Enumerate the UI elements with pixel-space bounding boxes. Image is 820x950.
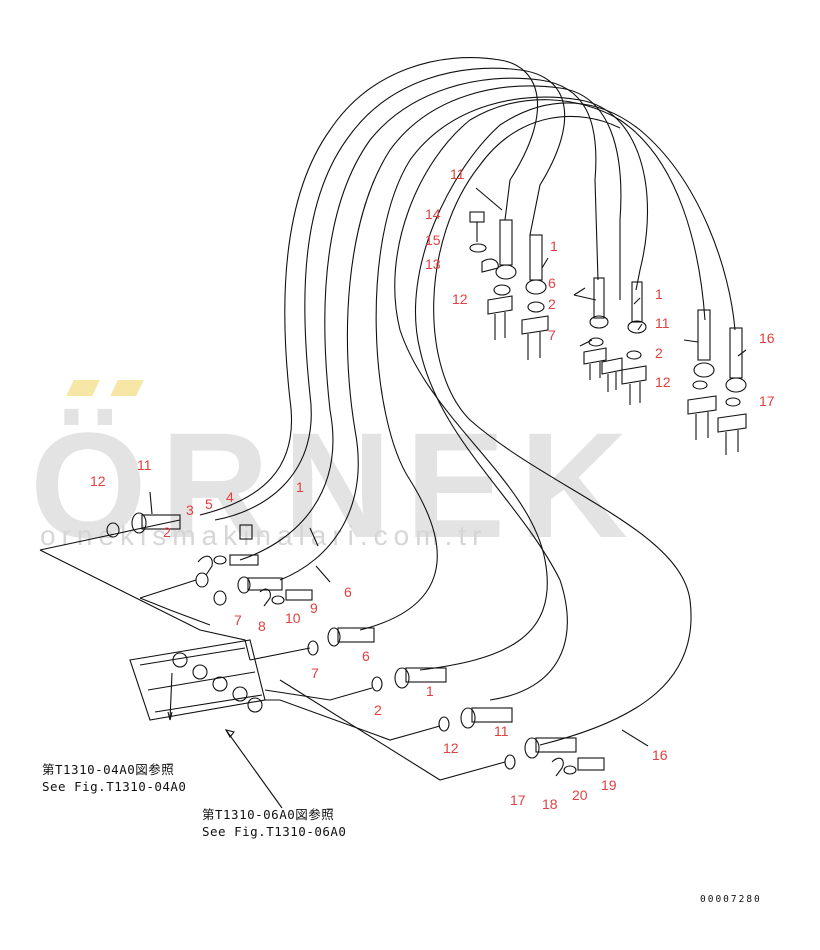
callout-11: 11 xyxy=(137,457,152,473)
callout-17: 17 xyxy=(510,792,526,808)
callout-13: 13 xyxy=(425,256,441,272)
upper-fittings xyxy=(469,187,747,455)
callout-10: 10 xyxy=(285,610,301,626)
callout-2: 2 xyxy=(374,702,382,718)
callout-12: 12 xyxy=(443,740,459,756)
callout-3: 3 xyxy=(186,502,194,518)
callout-16: 16 xyxy=(759,330,775,346)
callout-12: 12 xyxy=(655,374,671,390)
callout-17: 17 xyxy=(759,393,775,409)
callout-7: 7 xyxy=(548,327,556,343)
callout-16: 16 xyxy=(652,747,668,763)
drawing-number: 00007280 xyxy=(700,894,762,905)
callout-2: 2 xyxy=(163,524,171,540)
left-fittings xyxy=(39,491,649,809)
callout-11: 11 xyxy=(450,166,465,182)
callout-1: 1 xyxy=(655,286,663,302)
callout-6: 6 xyxy=(548,275,556,291)
callout-14: 14 xyxy=(425,206,441,222)
reference-fig-04a0-en: See Fig.T1310-04A0 xyxy=(42,779,187,794)
callout-12: 12 xyxy=(90,473,106,489)
callout-2: 2 xyxy=(548,296,556,312)
reference-fig-06a0-en: See Fig.T1310-06A0 xyxy=(202,824,347,839)
callout-7: 7 xyxy=(311,665,319,681)
callout-11: 11 xyxy=(494,723,509,739)
callout-9: 9 xyxy=(310,600,318,616)
callout-1: 1 xyxy=(426,683,434,699)
hose-bundle xyxy=(199,57,736,746)
callout-15: 15 xyxy=(425,232,441,248)
callout-6: 6 xyxy=(362,648,370,664)
callout-19: 19 xyxy=(601,777,617,793)
reference-fig-04a0-jp: 第T1310-04A0図参照 xyxy=(42,762,175,777)
callout-6: 6 xyxy=(344,584,352,600)
callout-18: 18 xyxy=(542,796,558,812)
callout-5: 5 xyxy=(205,496,213,512)
callout-2: 2 xyxy=(655,345,663,361)
reference-fig-06a0-jp: 第T1310-06A0図参照 xyxy=(202,807,335,822)
callout-20: 20 xyxy=(572,787,588,803)
callout-1: 1 xyxy=(550,238,558,254)
callout-12: 12 xyxy=(452,291,468,307)
callout-4: 4 xyxy=(226,489,234,505)
callout-7: 7 xyxy=(234,612,242,628)
callout-1: 1 xyxy=(296,479,304,495)
callout-8: 8 xyxy=(258,618,266,634)
callout-11: 11 xyxy=(655,315,670,331)
